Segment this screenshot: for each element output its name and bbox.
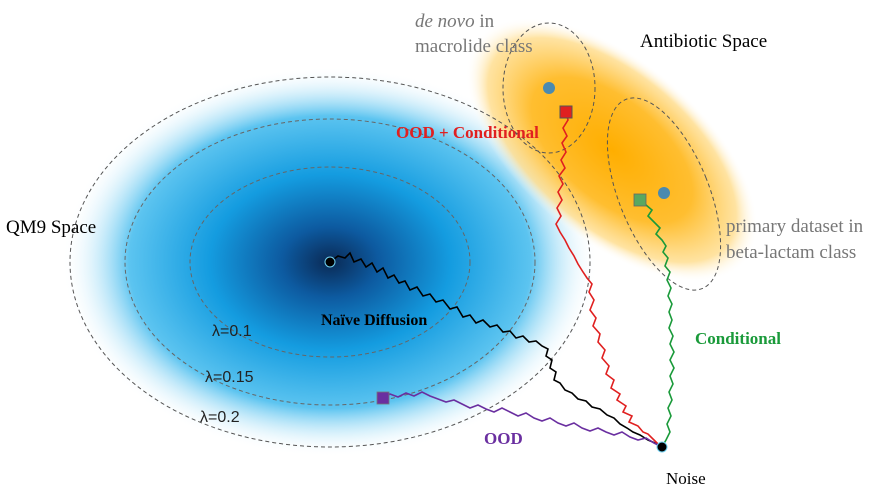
naive-diffusion-label: Naïve Diffusion — [321, 312, 427, 329]
ood-conditional-label: OOD + Conditional — [396, 123, 539, 142]
naive-start-point — [324, 256, 336, 268]
ood-conditional-trajectory — [555, 111, 663, 448]
beta-lactam-class-ellipse — [606, 97, 722, 291]
antibiotic-space-region — [465, 18, 759, 282]
macrolide-class-ellipse — [502, 22, 596, 154]
noise-label: Noise — [666, 469, 706, 488]
lambda-01-ellipse — [189, 166, 471, 358]
conditional-endpoint — [633, 193, 647, 207]
naive-diffusion-trajectory — [329, 251, 663, 448]
ood-endpoint — [376, 391, 390, 405]
lambda-02-label: λ=0.2 — [200, 409, 240, 426]
primary-dataset-label-2: beta-lactam class — [726, 242, 856, 263]
lambda-015-ellipse — [124, 118, 536, 406]
ood-conditional-endpoint — [559, 105, 573, 119]
primary-dataset-label-1: primary dataset in — [726, 216, 864, 237]
beta-lactam-data-point — [658, 187, 670, 199]
macrolide-data-point — [543, 82, 555, 94]
ood-label: OOD — [484, 429, 523, 448]
conditional-trajectory — [639, 199, 675, 448]
lambda-02-ellipse — [69, 76, 591, 448]
noise-point — [656, 441, 668, 453]
qm9-space-label: QM9 Space — [6, 217, 96, 238]
lambda-01-label: λ=0.1 — [212, 323, 252, 340]
conditional-label: Conditional — [695, 329, 781, 348]
ood-trajectory — [382, 391, 663, 448]
de-novo-label: de novo in — [415, 11, 495, 32]
lambda-015-label: λ=0.15 — [205, 369, 254, 386]
macrolide-class-label: macrolide class — [415, 36, 533, 57]
antibiotic-space-label: Antibiotic Space — [640, 31, 767, 52]
